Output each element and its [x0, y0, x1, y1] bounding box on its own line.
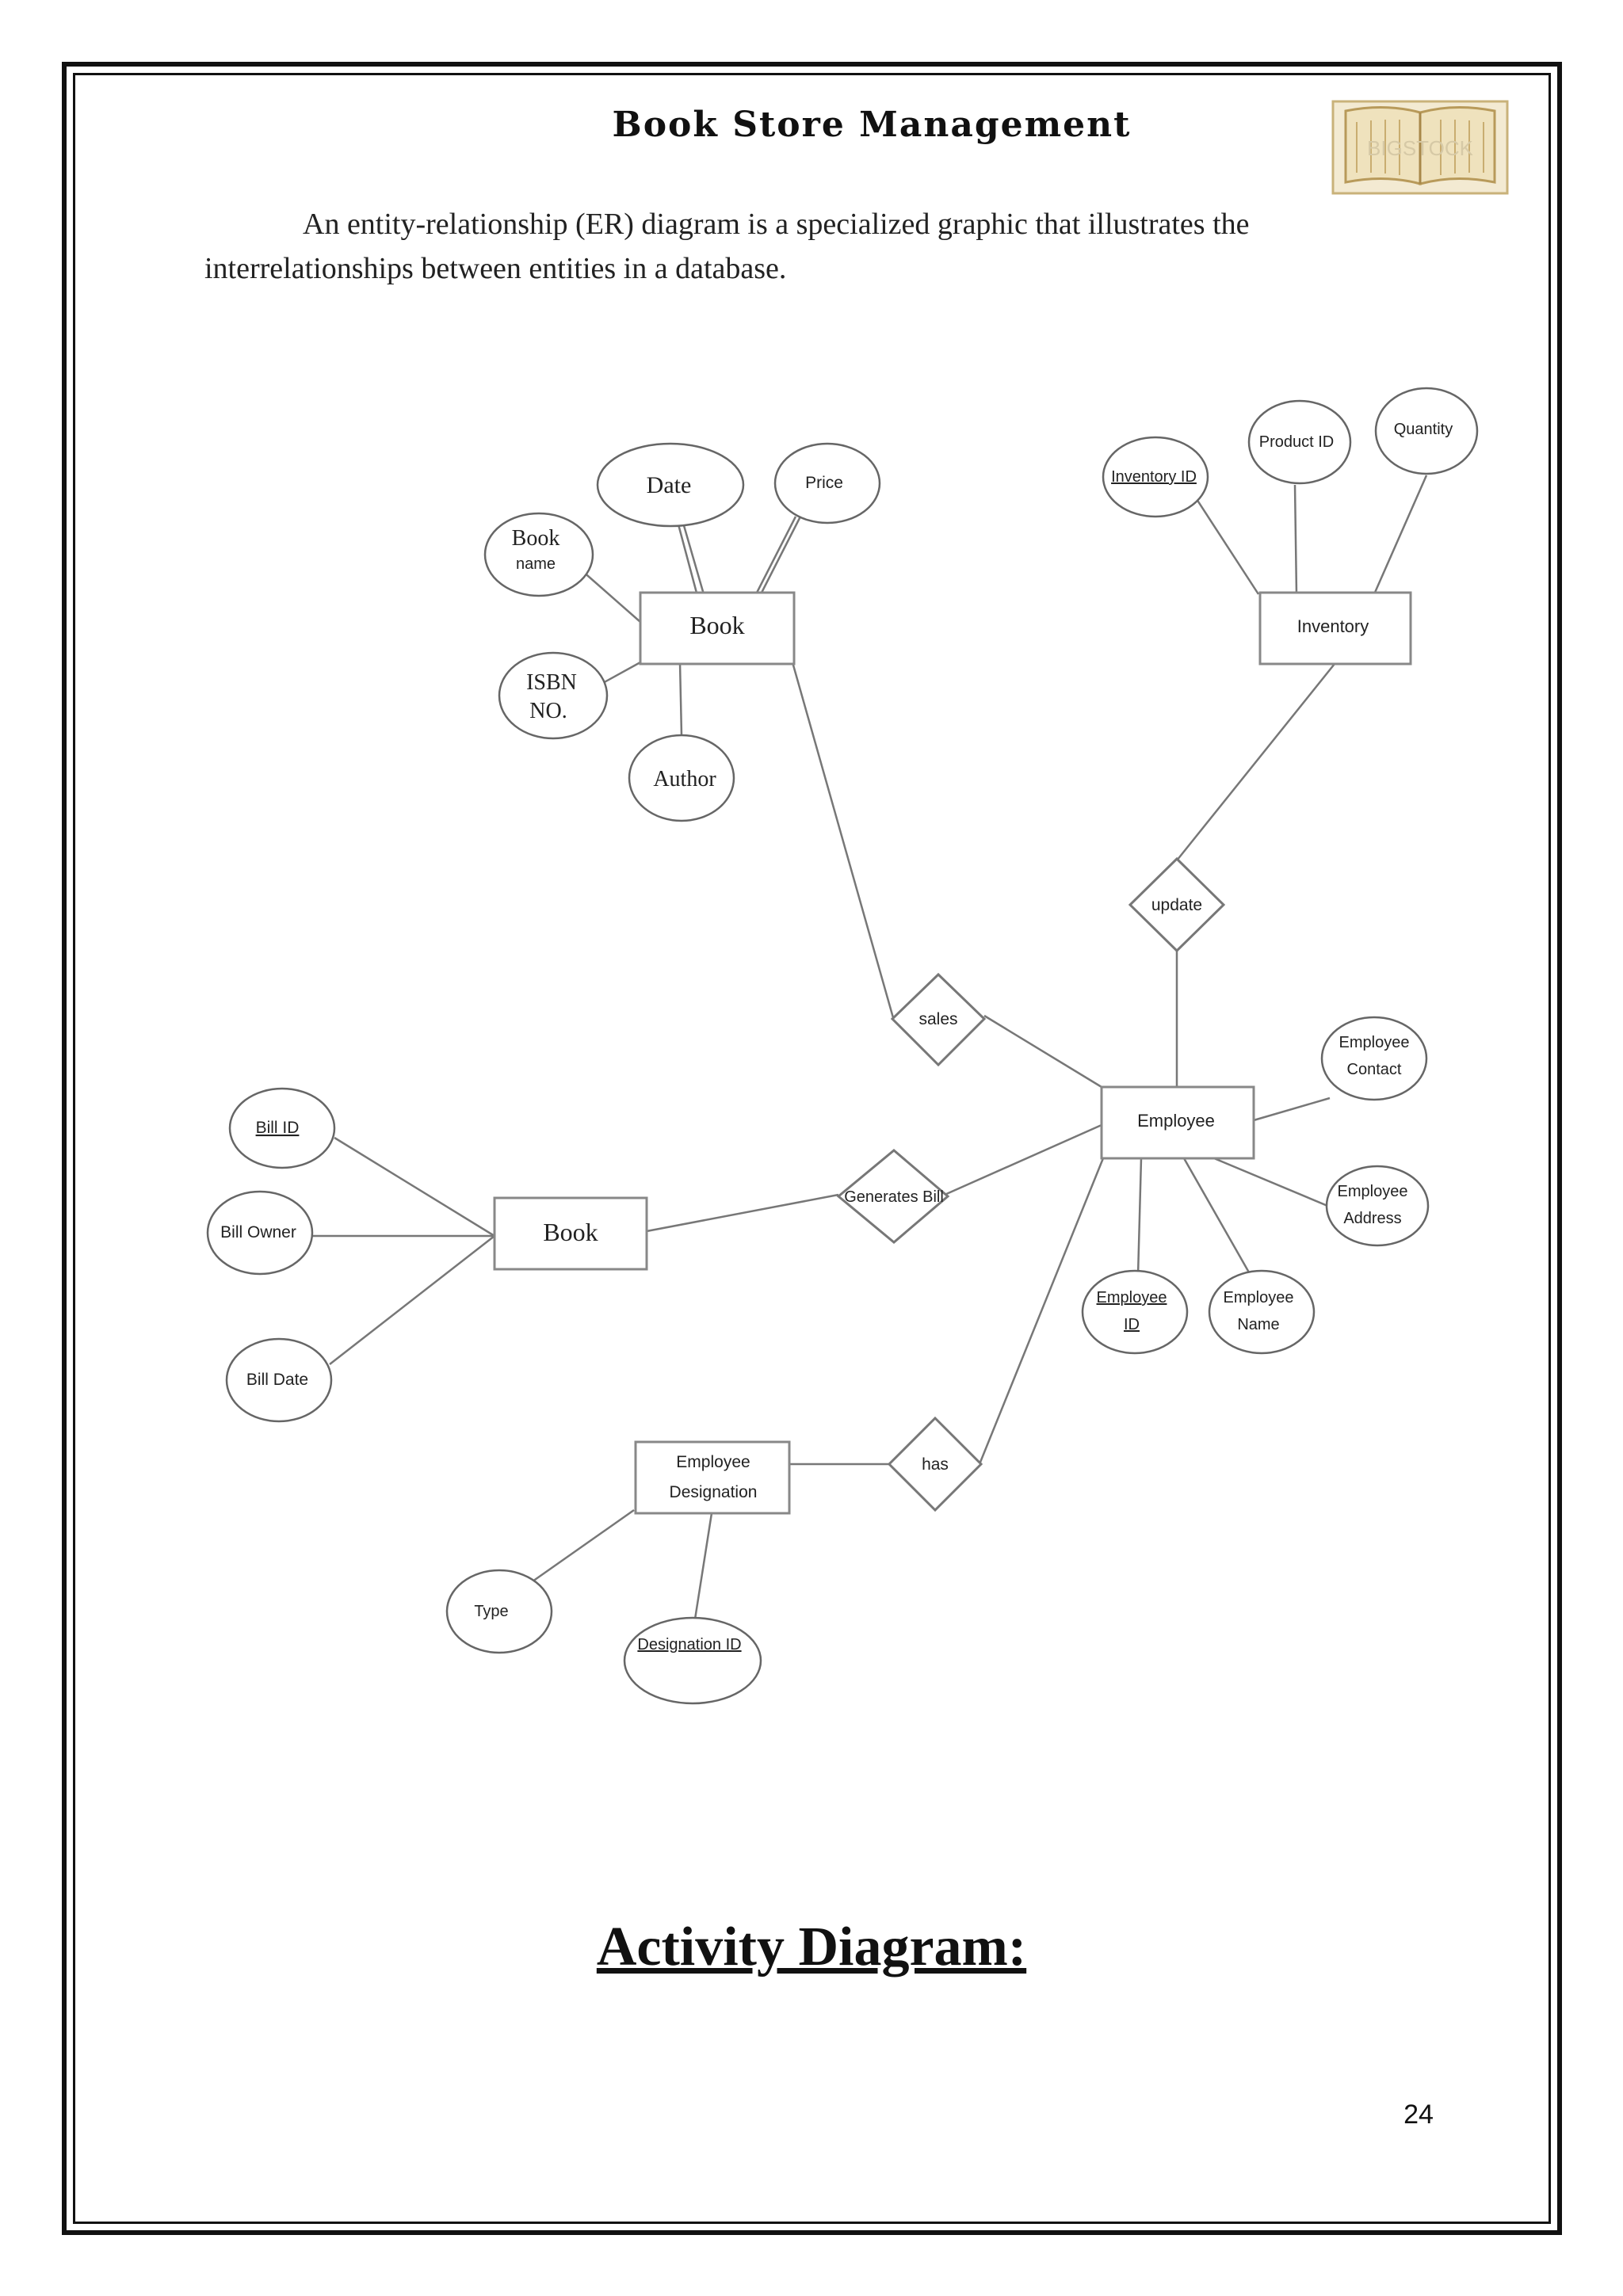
attribute-book-name-label-line1: Book: [512, 526, 560, 551]
attribute-date-label: Date: [647, 472, 692, 498]
entity-inventory-label: Inventory: [1297, 616, 1369, 636]
relationship-update: [1128, 856, 1226, 953]
attribute-bill-owner: [206, 1190, 314, 1276]
relationship-sales-label: sales: [918, 1010, 957, 1028]
attribute-book-name: [483, 512, 594, 597]
attribute-employee-address-label-line2: Address: [1343, 1210, 1401, 1227]
attribute-employee-contact: [1320, 1016, 1428, 1101]
attribute-bill-date-label: Bill Date: [246, 1371, 308, 1389]
attribute-quantity: [1374, 387, 1479, 475]
attribute-employee-name: [1208, 1269, 1316, 1355]
relationship-has-label: has: [922, 1455, 949, 1474]
intro-paragraph: An entity-relationship (ER) diagram is a…: [204, 202, 1393, 291]
intro-paragraph-text: An entity-relationship (ER) diagram is a…: [204, 208, 1250, 285]
attribute-date: [596, 442, 745, 528]
attribute-inventory-id: [1102, 436, 1209, 518]
attribute-bill-owner-label: Bill Owner: [220, 1223, 296, 1241]
attribute-isbn-label-line2: NO.: [529, 699, 567, 723]
entity-book-bottom: [493, 1196, 648, 1271]
page-border-outer: [62, 62, 1562, 2235]
attribute-employee-address: [1325, 1165, 1430, 1247]
entity-inventory: [1258, 591, 1412, 666]
attribute-product-id-label: Product ID: [1259, 433, 1334, 451]
entity-book-bottom-label: Book: [543, 1218, 598, 1246]
er-connectors: [312, 475, 1428, 1625]
entity-book-top-label: Book: [689, 611, 744, 639]
document-header-title: Book Store Management: [612, 105, 1132, 145]
book-logo-icon: BIGSTOCK: [1331, 100, 1509, 195]
attribute-type: [445, 1569, 553, 1654]
entity-designation-label-line1: Employee: [676, 1453, 750, 1471]
entity-employee: [1100, 1085, 1255, 1160]
entity-book-top: [639, 591, 796, 666]
attribute-type-label: Type: [474, 1603, 508, 1620]
relationship-update-label: update: [1151, 896, 1202, 914]
attribute-employee-contact-label-line2: Contact: [1347, 1061, 1402, 1078]
attribute-employee-id-label-line2: ID: [1124, 1316, 1140, 1333]
logo-watermark-text: BIGSTOCK: [1367, 136, 1474, 160]
attribute-designation-id: [623, 1616, 762, 1705]
attribute-inventory-id-label: Inventory ID: [1111, 468, 1197, 486]
relationship-generates-bill-label: Generates Bill: [844, 1188, 944, 1206]
attribute-author-label: Author: [653, 767, 716, 791]
entity-employee-label: Employee: [1137, 1111, 1215, 1131]
attribute-employee-contact-label-line1: Employee: [1339, 1034, 1410, 1051]
entity-employee-designation: [634, 1440, 791, 1515]
attribute-employee-id-label-line1: Employee: [1097, 1289, 1167, 1306]
attribute-price-label: Price: [805, 474, 843, 492]
attribute-isbn-label-line1: ISBN: [526, 670, 577, 695]
relationship-generates-bill: [836, 1149, 950, 1244]
attribute-quantity-label: Quantity: [1394, 421, 1453, 438]
page-number: 24: [1403, 2100, 1434, 2130]
attribute-bill-id: [228, 1087, 336, 1169]
attribute-product-id: [1247, 399, 1352, 485]
relationship-sales: [890, 972, 987, 1067]
attribute-bill-date: [225, 1337, 333, 1423]
attribute-isbn: [498, 651, 609, 740]
page-border-inner: [73, 73, 1551, 2224]
entity-designation-label-line2: Designation: [670, 1483, 758, 1501]
attribute-employee-address-label-line1: Employee: [1338, 1183, 1408, 1200]
section-heading-activity-diagram: Activity Diagram:: [596, 1917, 1027, 1978]
attribute-bill-id-label: Bill ID: [256, 1119, 300, 1137]
attribute-employee-id: [1081, 1269, 1189, 1355]
attribute-price: [773, 442, 881, 524]
relationship-has: [887, 1416, 983, 1512]
attribute-author: [628, 734, 735, 822]
attribute-designation-id-label: Designation ID: [637, 1636, 741, 1653]
attribute-employee-name-label-line2: Name: [1237, 1316, 1279, 1333]
attribute-book-name-label-line2: name: [516, 555, 556, 573]
attribute-employee-name-label-line1: Employee: [1224, 1289, 1294, 1306]
